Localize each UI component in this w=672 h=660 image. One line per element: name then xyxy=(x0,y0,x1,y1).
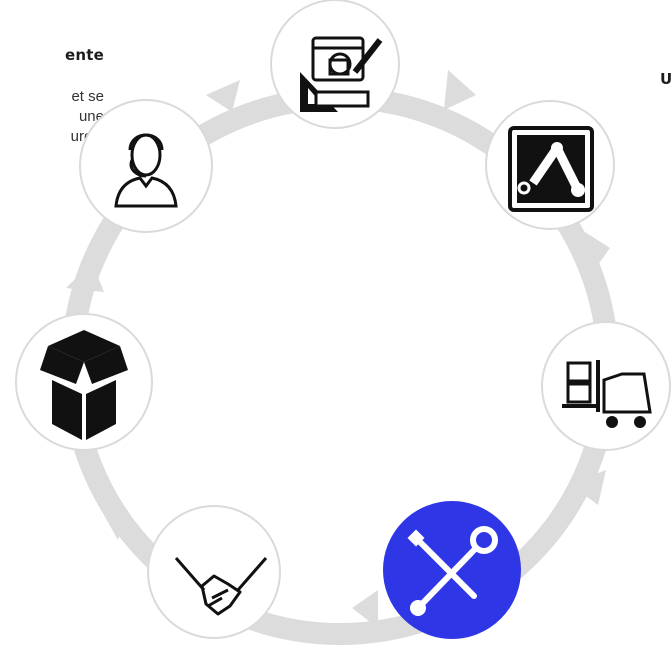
arrow-head xyxy=(444,70,476,110)
arrow-head xyxy=(100,508,128,540)
arrow-head xyxy=(66,262,104,292)
right-section-title: U xyxy=(660,70,672,88)
forklift-icon xyxy=(562,360,652,428)
customer-support-icon xyxy=(114,133,178,208)
step-robot[interactable] xyxy=(485,100,615,230)
arrow-head xyxy=(570,470,606,505)
step-maintenance[interactable] xyxy=(383,501,521,639)
arrow-head xyxy=(206,80,240,112)
design-tools-icon xyxy=(300,36,383,112)
step-design[interactable] xyxy=(270,0,400,129)
step-partnership[interactable] xyxy=(147,505,281,639)
arrow-head xyxy=(352,590,378,628)
robotic-arm-icon xyxy=(508,126,594,212)
arrow-head xyxy=(585,232,610,276)
step-support[interactable] xyxy=(79,99,213,233)
left-text-line: et se xyxy=(71,88,104,105)
box-icon xyxy=(40,330,128,440)
wrench-screwdriver-icon xyxy=(407,526,498,616)
handshake-icon xyxy=(174,557,268,616)
step-logistics[interactable] xyxy=(541,321,671,451)
left-section-title: ente xyxy=(65,46,104,64)
step-delivery[interactable] xyxy=(15,313,153,451)
